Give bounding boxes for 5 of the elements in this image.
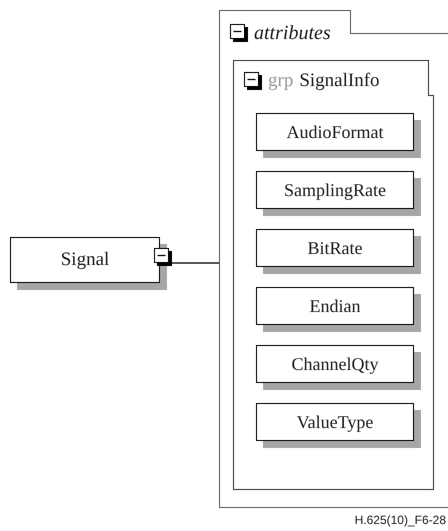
figure-code: H.625(10)_F6-28 xyxy=(354,512,446,529)
frame-title: attributes xyxy=(254,23,331,43)
connector-line xyxy=(172,262,219,264)
group-name: SignalInfo xyxy=(299,71,380,90)
group-keyword: grp xyxy=(268,71,294,90)
